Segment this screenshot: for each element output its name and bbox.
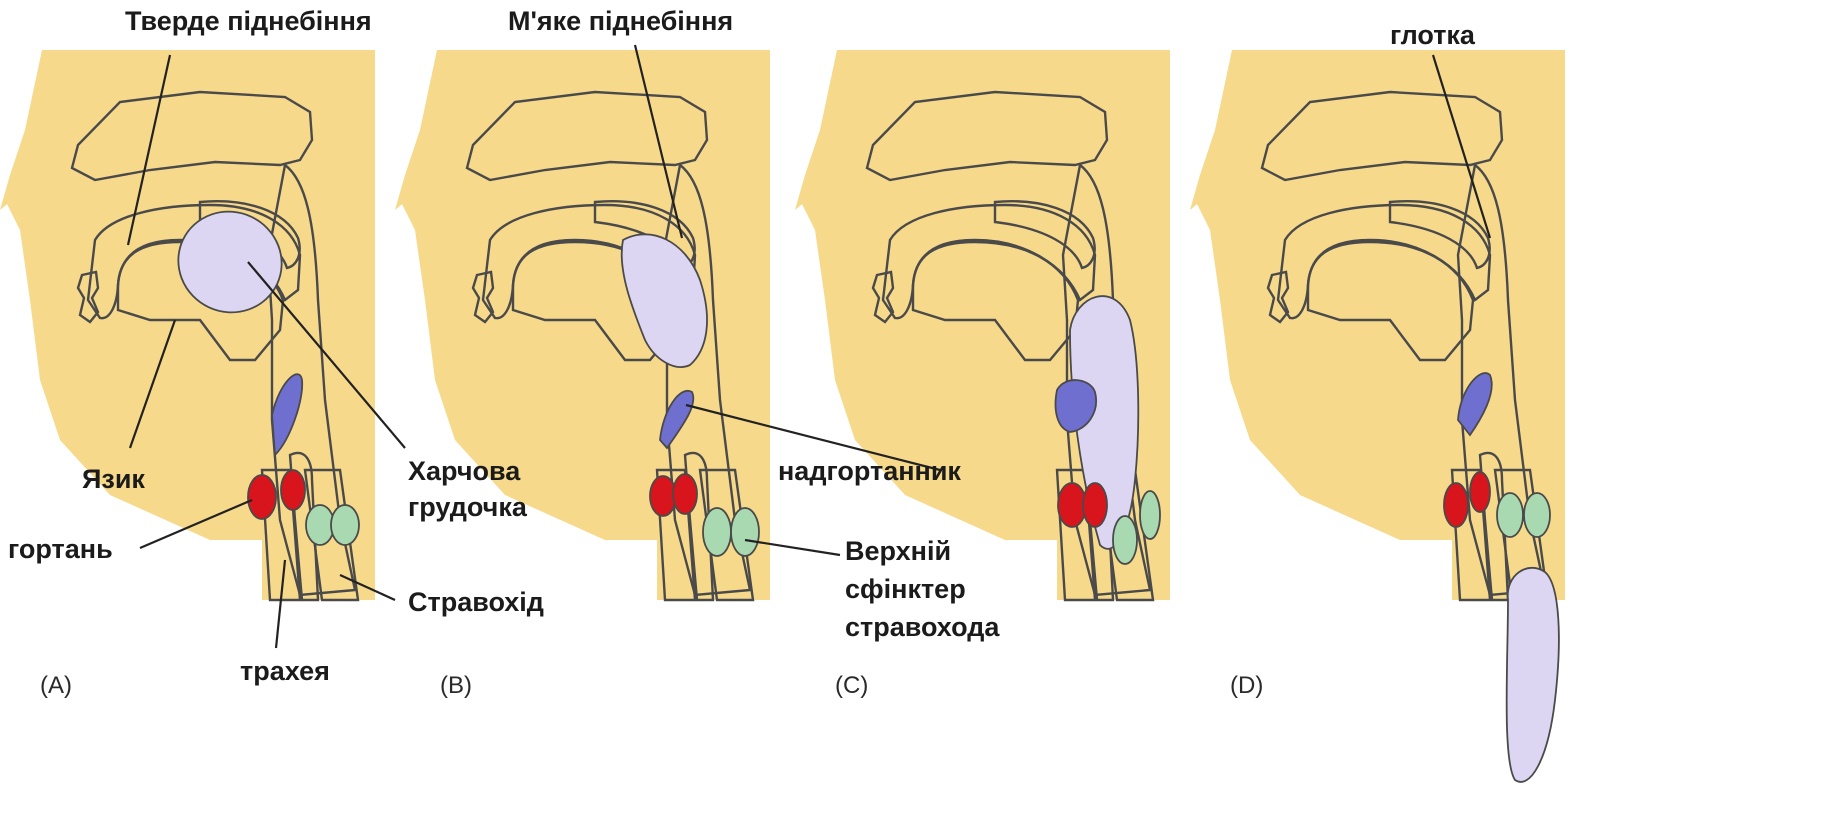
- panel-c: [795, 50, 1170, 600]
- sphincter-ring: [1524, 493, 1550, 537]
- panel-letter-d: (D): [1230, 672, 1263, 699]
- panel-a: [0, 50, 375, 600]
- label-hard-palate: Тверде піднебіння: [125, 6, 372, 36]
- sphincter-ring: [731, 508, 759, 556]
- sphincter-ring: [703, 508, 731, 556]
- label-epiglottis: надгортанник: [778, 456, 961, 486]
- food-bolus: [1507, 568, 1559, 782]
- label-pharynx: глотка: [1390, 20, 1476, 50]
- larynx-ring: [1083, 483, 1107, 527]
- larynx-ring: [1058, 483, 1086, 527]
- larynx-ring: [673, 474, 697, 514]
- label-bolus-line1: Харчова: [408, 456, 521, 486]
- label-larynx: гортань: [8, 534, 113, 564]
- label-tongue: Язик: [82, 464, 145, 494]
- label-esophagus: Стравохід: [408, 587, 544, 617]
- label-soft-palate: М'яке піднебіння: [508, 6, 733, 36]
- larynx-ring: [650, 476, 676, 516]
- larynx-ring: [1444, 483, 1468, 527]
- larynx-ring: [281, 470, 305, 510]
- sphincter-ring: [1140, 491, 1160, 539]
- sphincter-ring: [1497, 493, 1523, 537]
- sphincter-ring: [331, 505, 359, 545]
- label-sphincter-line3: стравохода: [845, 612, 1000, 642]
- label-sphincter-line2: сфінктер: [845, 574, 966, 604]
- larynx-ring: [1470, 472, 1490, 512]
- sphincter-ring: [1113, 516, 1137, 564]
- label-sphincter-line1: Верхній: [845, 536, 951, 566]
- panel-letter-c: (C): [835, 672, 868, 699]
- panel-letter-a: (A): [40, 672, 72, 699]
- label-bolus-line2: грудочка: [408, 492, 528, 522]
- sphincter-ring: [306, 505, 334, 545]
- label-trachea: трахея: [240, 656, 330, 686]
- panel-letter-b: (B): [440, 672, 472, 699]
- larynx-ring: [248, 475, 276, 519]
